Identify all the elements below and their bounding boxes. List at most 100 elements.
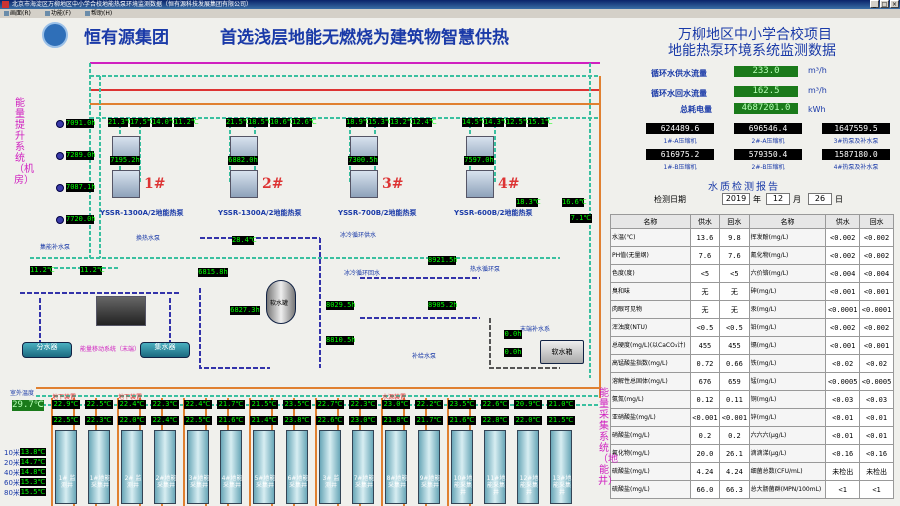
soft-water-box-label: 软水箱 <box>551 348 573 356</box>
table-cell: 20.0 <box>689 444 721 463</box>
distributor-tank: 分水器 <box>22 342 72 358</box>
floor-heating-coil <box>96 296 146 326</box>
bottom-val-b: 0.0h <box>504 348 522 357</box>
well-top-temp: 22.3℃ <box>151 400 179 409</box>
power-unit: kWh <box>808 105 826 114</box>
hp-temp-readout: 18.9℃ <box>346 118 371 127</box>
well-mid-temp: 22.3℃ <box>85 416 113 425</box>
menu-function[interactable]: 功能(F) <box>44 9 71 18</box>
app-icon <box>2 1 9 8</box>
table-cell: 0.2 <box>689 426 721 445</box>
table-cell: 高锰酸盐指数(mg/L) <box>610 354 691 373</box>
table-cell: 亚硝酸盐(mg/L) <box>610 408 691 427</box>
table-cell: 无 <box>689 300 721 319</box>
heater-label-b: 冰冷循环回水 <box>344 270 381 277</box>
slogan: 首选浅层地能无燃烧为建筑物智慧供热 <box>220 28 509 48</box>
supply-flow-value: 233.0 <box>734 66 798 77</box>
hp-temp-readout: 12.4℃ <box>412 118 437 127</box>
table-cell: 未检出 <box>859 462 894 481</box>
table-cell: <0.002 <box>859 228 894 247</box>
well-mid-temp: 21.6℃ <box>217 416 245 425</box>
header-name-1: 名称 <box>610 214 691 229</box>
company-name: 恒有源集团 <box>84 28 169 48</box>
hp-power-readout: 7195.2h <box>110 156 140 165</box>
hp-temp-readout: 10.6℃ <box>270 118 295 127</box>
date-label: 检测日期 <box>654 195 686 204</box>
pump-icon[interactable] <box>56 152 64 160</box>
table-cell: 0.12 <box>689 390 721 409</box>
table-cell: <0.002 <box>825 246 861 265</box>
project-title: 万柳地区中小学合校项目 <box>678 27 832 43</box>
table-cell: <0.01 <box>859 408 894 427</box>
menu-screen[interactable]: 画面(R) <box>4 9 31 18</box>
heat-pump-number: 3# <box>382 176 404 192</box>
day-field: 26 <box>808 193 832 205</box>
table-cell: <1 <box>825 480 861 499</box>
table-cell: <0.03 <box>859 390 894 409</box>
pump-icon[interactable] <box>56 216 64 224</box>
depth-value: 15.3℃ <box>20 478 46 486</box>
hp-temp-readout: 12.5℃ <box>506 118 531 127</box>
energy-lift-vertical-label: 能量提升系统（机房） <box>14 98 34 186</box>
hp-temp-readout: 18.5℃ <box>248 118 273 127</box>
pipe-val-b: 18.3℃ <box>516 198 541 207</box>
header-return-2: 回水 <box>859 214 894 229</box>
table-cell: 水温(℃) <box>610 228 691 247</box>
well: 7#地能采集井 <box>352 430 374 504</box>
pump-icon[interactable] <box>56 184 64 192</box>
table-cell: <0.002 <box>825 318 861 337</box>
well: 5#地能采集井 <box>253 430 275 504</box>
return-flow-label: 循环水回水流量 <box>651 89 707 98</box>
table-cell: 13.6 <box>689 228 721 247</box>
well: 1# 监测井 <box>55 430 77 504</box>
table-cell: 细菌总数(CFU/mL) <box>748 462 827 481</box>
table-cell: <5 <box>689 264 721 283</box>
pipe-val-a: 28.4℃ <box>232 236 257 245</box>
hot-val-c: 8905.2h <box>428 301 458 310</box>
minimize-button[interactable]: _ <box>870 0 879 8</box>
table-cell: 六六六(μg/L) <box>748 426 827 445</box>
table-cell: <0.16 <box>859 444 894 463</box>
well-top-temp: 22.4℃ <box>184 400 212 409</box>
distributor-label: 分水器 <box>36 343 58 351</box>
pump-icon[interactable] <box>56 120 64 128</box>
well-top-temp: 22.9℃ <box>52 400 80 409</box>
room-temp-value: 29.7℃ <box>12 400 44 411</box>
table-cell: 0.66 <box>719 354 750 373</box>
hp-temp-readout: 21.5℃ <box>226 118 251 127</box>
heat-pump-number: 2# <box>262 176 284 192</box>
well-label: 6#地能采集井 <box>287 475 309 489</box>
table-cell: 0.11 <box>719 390 750 409</box>
table-cell: 0.2 <box>719 426 750 445</box>
depth-label: 80米 <box>4 489 20 497</box>
table-cell: <5 <box>719 264 750 283</box>
hot-val-b: 8029.5h <box>326 301 356 310</box>
depth-value: 14.7℃ <box>20 458 46 466</box>
well-top-temp: 21.5℃ <box>250 400 278 409</box>
table-cell: <0.03 <box>825 390 861 409</box>
menu-help[interactable]: 帮助(H) <box>85 9 112 18</box>
table-cell: 挥发酚(mg/L) <box>748 228 827 247</box>
heat-pump-name: YSSR-600B/2地能热泵 <box>454 209 533 217</box>
pipe-val-c: 16.6℃ <box>562 198 587 207</box>
heater-label-c: 热水循环泵 <box>470 266 501 273</box>
table-cell: <0.001 <box>719 408 750 427</box>
table-cell: 氟化物(mg/L) <box>610 444 691 463</box>
table-cell: 肉眼可见物 <box>610 300 691 319</box>
supply-flow-unit: m³/h <box>808 66 827 75</box>
screen-icon <box>4 11 9 16</box>
maximize-button[interactable]: □ <box>880 0 889 8</box>
power-label: 总耗电量 <box>680 105 712 114</box>
ts-value-a: 11.2℃ <box>30 266 55 275</box>
well: 4#地能采集井 <box>220 430 242 504</box>
well-top-temp: 23.5℃ <box>448 400 476 409</box>
close-button[interactable]: × <box>890 0 899 8</box>
heat-pump-number: 4# <box>498 176 520 192</box>
heater-label-a: 冰冷循环供水 <box>340 232 377 239</box>
